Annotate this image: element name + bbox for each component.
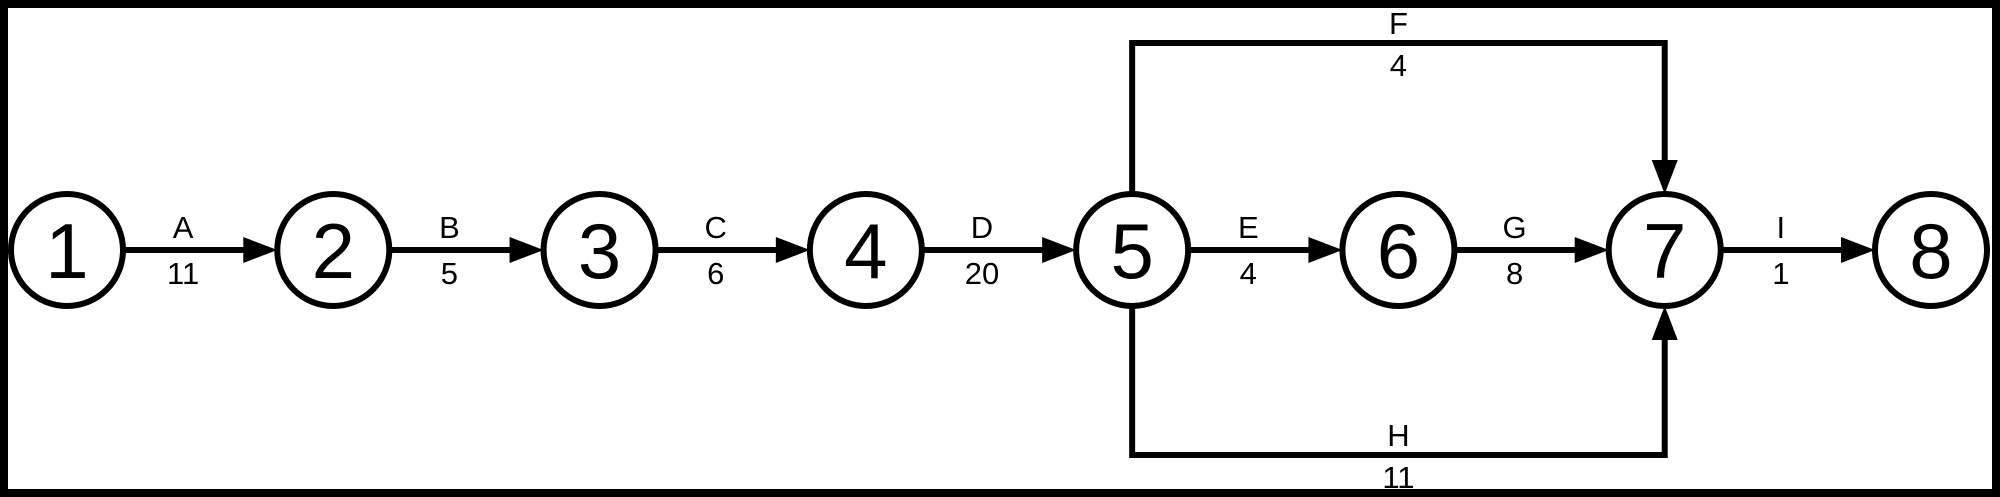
edge-E-arrowhead [1308,237,1343,263]
edge-G-arrowhead [1574,237,1609,263]
edge-I-arrowhead [1841,237,1875,263]
edge-F-duration: 4 [1390,48,1407,83]
node-2-circle [274,191,393,309]
edge-F-line [1129,40,1668,194]
edge-A-label: A [173,210,194,245]
node-2-label: 2 [312,207,355,295]
node-1-circle [8,191,126,309]
edge-G-duration: 8 [1506,256,1523,291]
node-5-circle [1073,191,1192,309]
node-1-label: 1 [45,207,88,295]
node-4-label: 4 [844,207,887,295]
node-3-circle [540,191,659,309]
node-4-circle [806,191,925,309]
edge-A-duration: 11 [167,256,199,291]
edge-I-label: I [1777,210,1786,245]
edge-C-duration: 6 [707,256,724,291]
edge-C-arrowhead [775,237,810,263]
edge-D-arrowhead [1042,237,1077,263]
node-6-circle [1339,191,1458,309]
edge-H-duration: 11 [1382,460,1414,495]
node-7-label: 7 [1643,207,1686,295]
node-3-label: 3 [578,207,621,295]
edge-H-line [1129,306,1668,458]
edge-D-duration: 20 [965,256,999,291]
edge-C-label: C [705,210,727,245]
node-5-label: 5 [1110,207,1153,295]
node-6-label: 6 [1377,207,1420,295]
edge-B-label: B [439,210,460,245]
edge-E-duration: 4 [1240,256,1257,291]
edge-D-label: D [971,210,993,245]
edge-F-label: F [1389,6,1408,41]
edge-I-duration: 1 [1772,256,1789,291]
node-8-label: 8 [1909,207,1952,295]
node-7-circle [1605,191,1724,309]
edge-H-arrowhead [1651,306,1678,340]
edge-G-label: G [1503,210,1527,245]
edge-B-arrowhead [509,237,544,263]
edge-A-arrowhead [243,237,278,263]
edge-H-label: H [1387,418,1409,453]
node-8-circle [1872,191,1990,309]
edge-E-label: E [1238,210,1259,245]
edge-F-arrowhead [1651,160,1678,194]
edge-B-duration: 5 [441,256,458,291]
